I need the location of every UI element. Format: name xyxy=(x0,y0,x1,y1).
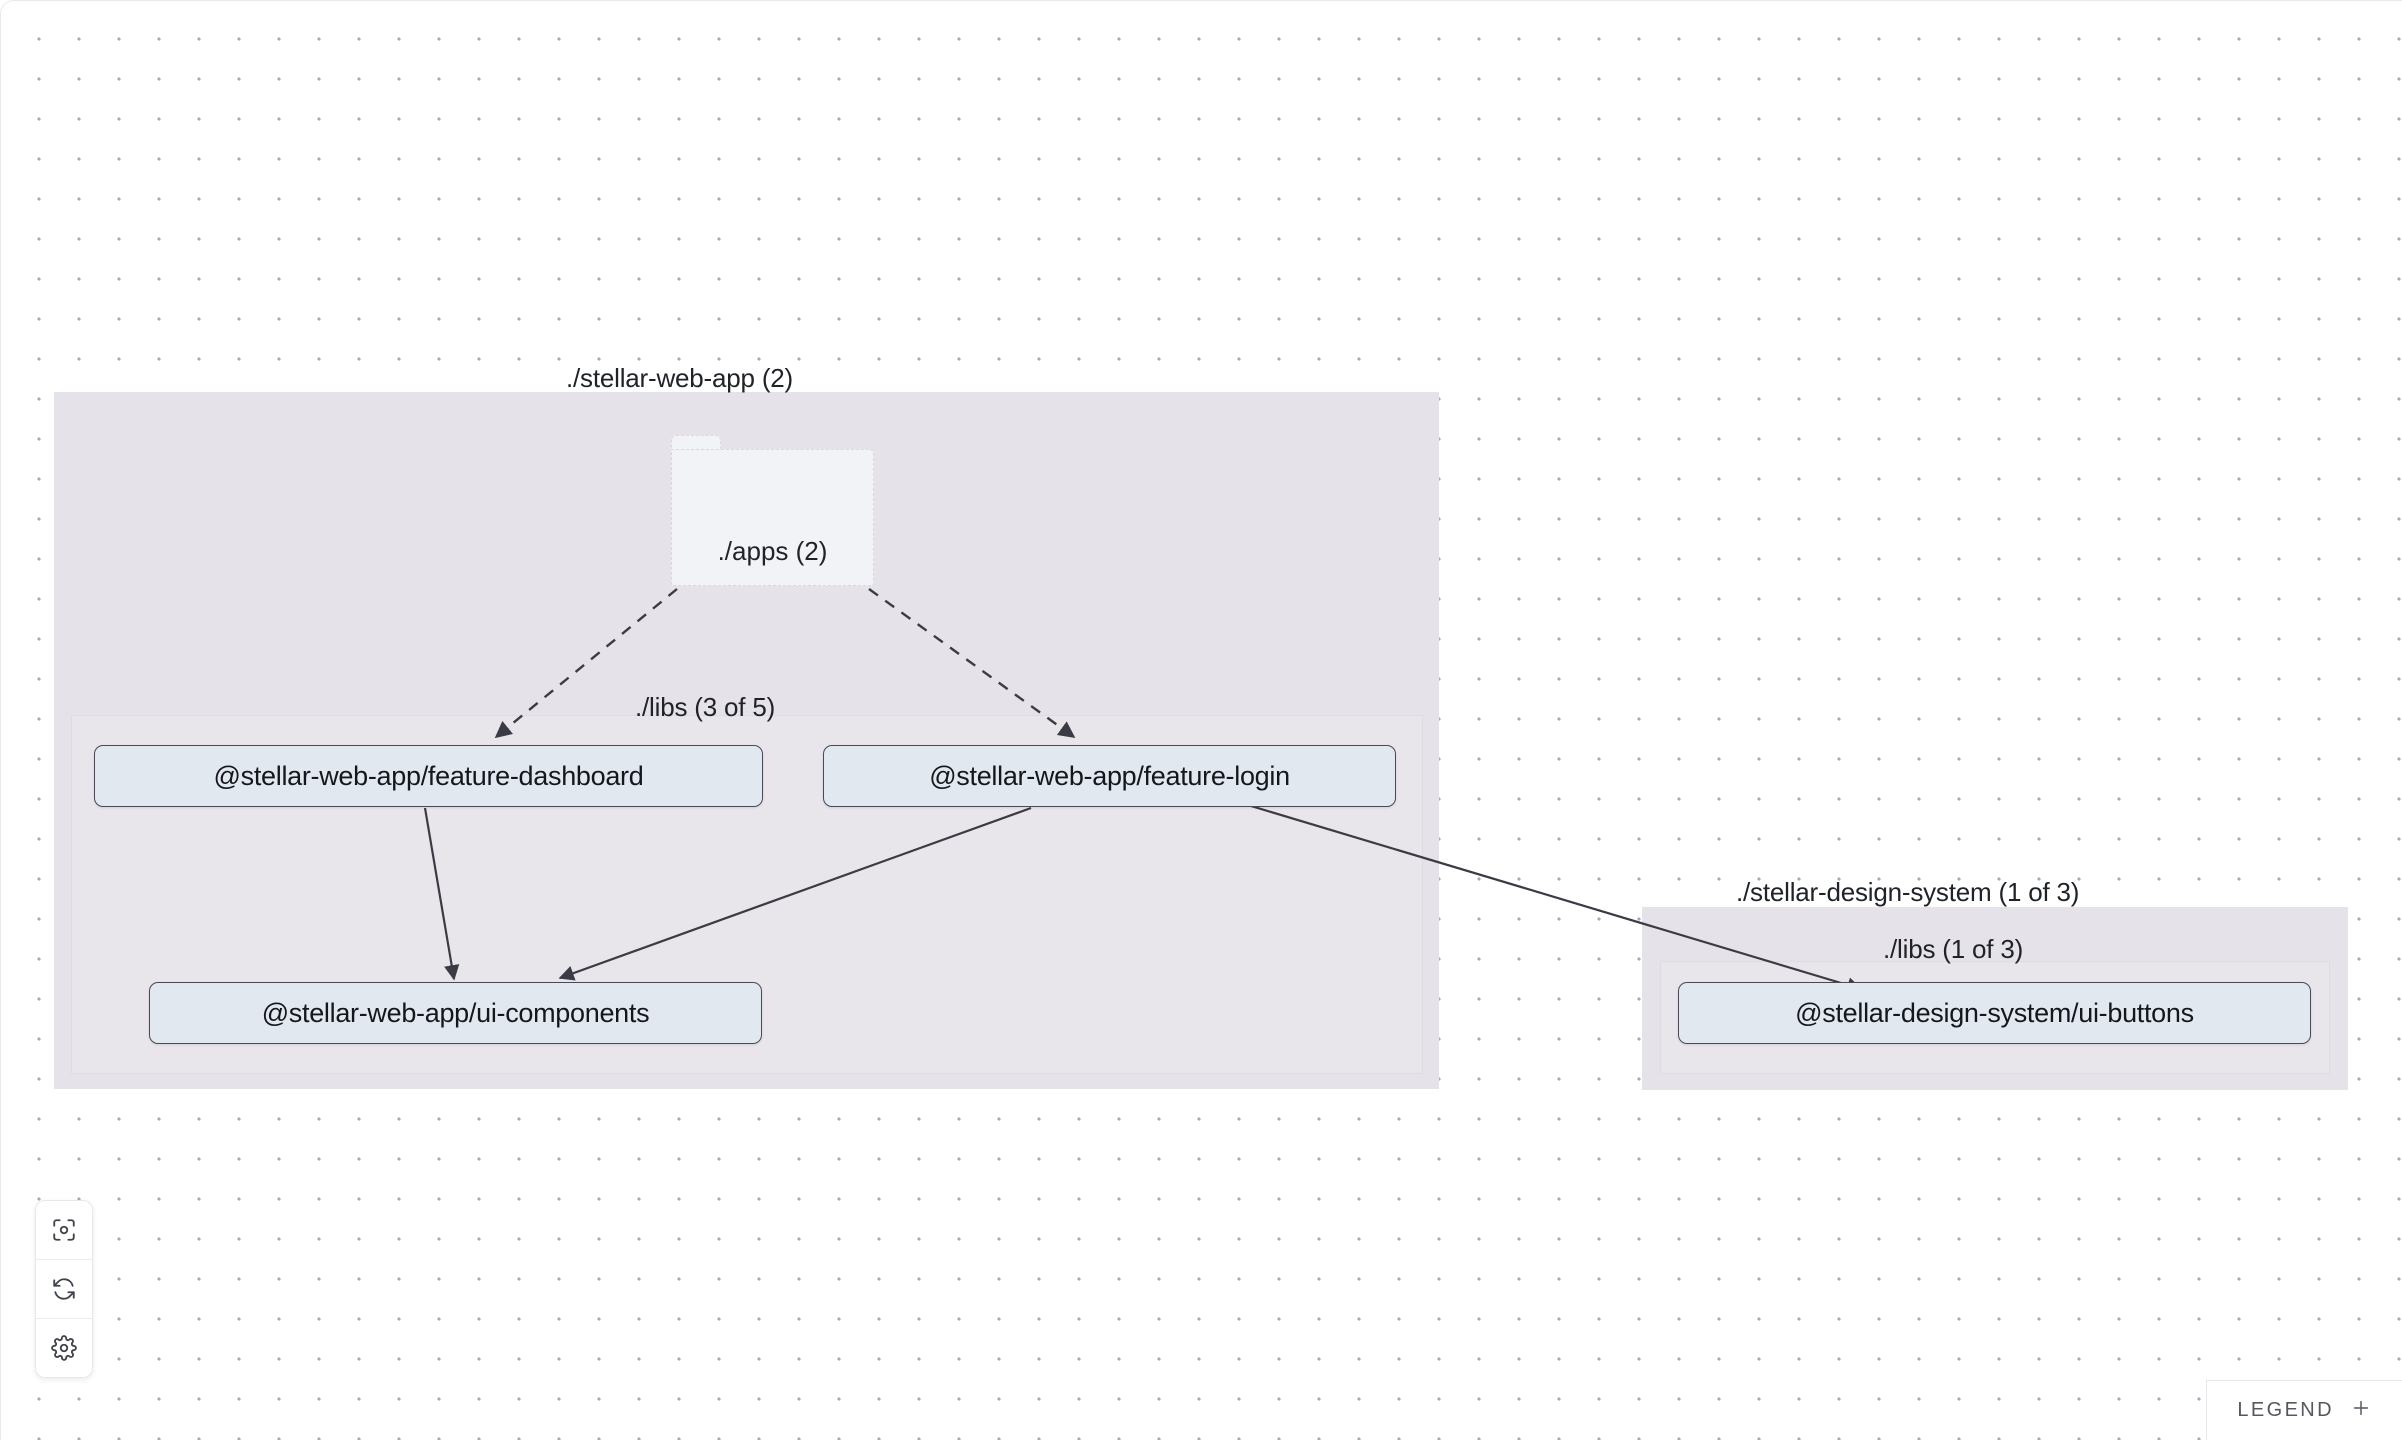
refresh-icon xyxy=(51,1276,77,1302)
node-feature-login[interactable]: @stellar-web-app/feature-login xyxy=(823,745,1396,807)
node-ui-buttons[interactable]: @stellar-design-system/ui-buttons xyxy=(1678,982,2311,1044)
node-label-feature-login: @stellar-web-app/feature-login xyxy=(929,760,1290,791)
folder-body xyxy=(671,449,874,586)
graph-controls-panel[interactable] xyxy=(35,1200,93,1378)
group-label-stellar-design-system: ./stellar-design-system (1 of 3) xyxy=(1736,877,2080,907)
graph-settings-button[interactable] xyxy=(36,1319,92,1377)
focus-target-icon xyxy=(51,1217,77,1243)
node-label-ui-components: @stellar-web-app/ui-components xyxy=(261,997,650,1028)
legend-toggle[interactable]: LEGEND xyxy=(2206,1380,2402,1440)
node-ui-components[interactable]: @stellar-web-app/ui-components xyxy=(149,982,762,1044)
folder-apps[interactable]: ./apps (2) xyxy=(671,435,874,586)
gear-icon xyxy=(51,1335,77,1361)
group-label-web-app-libs: ./libs (3 of 5) xyxy=(635,692,776,722)
group-label-design-system-libs: ./libs (1 of 3) xyxy=(1883,934,2024,964)
node-label-ui-buttons: @stellar-design-system/ui-buttons xyxy=(1795,997,2194,1028)
folder-label-apps: ./apps (2) xyxy=(717,536,828,566)
node-feature-dashboard[interactable]: @stellar-web-app/feature-dashboard xyxy=(94,745,763,807)
plus-icon xyxy=(2350,1397,2372,1424)
node-label-feature-dashboard: @stellar-web-app/feature-dashboard xyxy=(213,760,644,791)
legend-label: LEGEND xyxy=(2237,1399,2334,1421)
group-label-stellar-web-app: ./stellar-web-app (2) xyxy=(566,363,793,393)
refresh-graph-button[interactable] xyxy=(36,1260,92,1319)
focus-graph-button[interactable] xyxy=(36,1201,92,1260)
